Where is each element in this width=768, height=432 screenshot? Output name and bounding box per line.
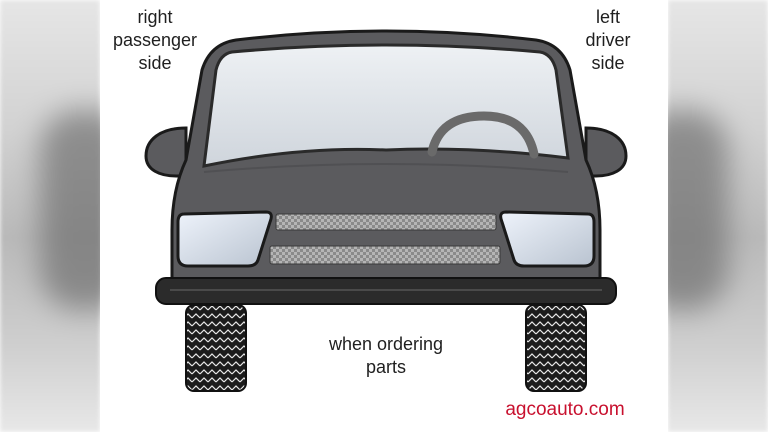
brand-watermark: agcoauto.com xyxy=(505,399,625,420)
label-right-passenger-side: right passenger side xyxy=(112,7,198,73)
headlight-left xyxy=(176,210,273,268)
steering-wheel-icon xyxy=(427,111,539,159)
label-when-ordering-parts: when ordering parts xyxy=(328,334,444,377)
tire-right xyxy=(525,304,587,392)
windshield xyxy=(202,43,570,168)
grille-lower xyxy=(269,245,501,265)
mirror-right-icon xyxy=(584,126,628,178)
tire-left xyxy=(185,304,247,392)
mirror-left-icon xyxy=(144,126,188,178)
label-left-driver-side: left driver side xyxy=(585,7,631,73)
grille-upper xyxy=(275,213,497,231)
headlight-right xyxy=(499,210,596,268)
